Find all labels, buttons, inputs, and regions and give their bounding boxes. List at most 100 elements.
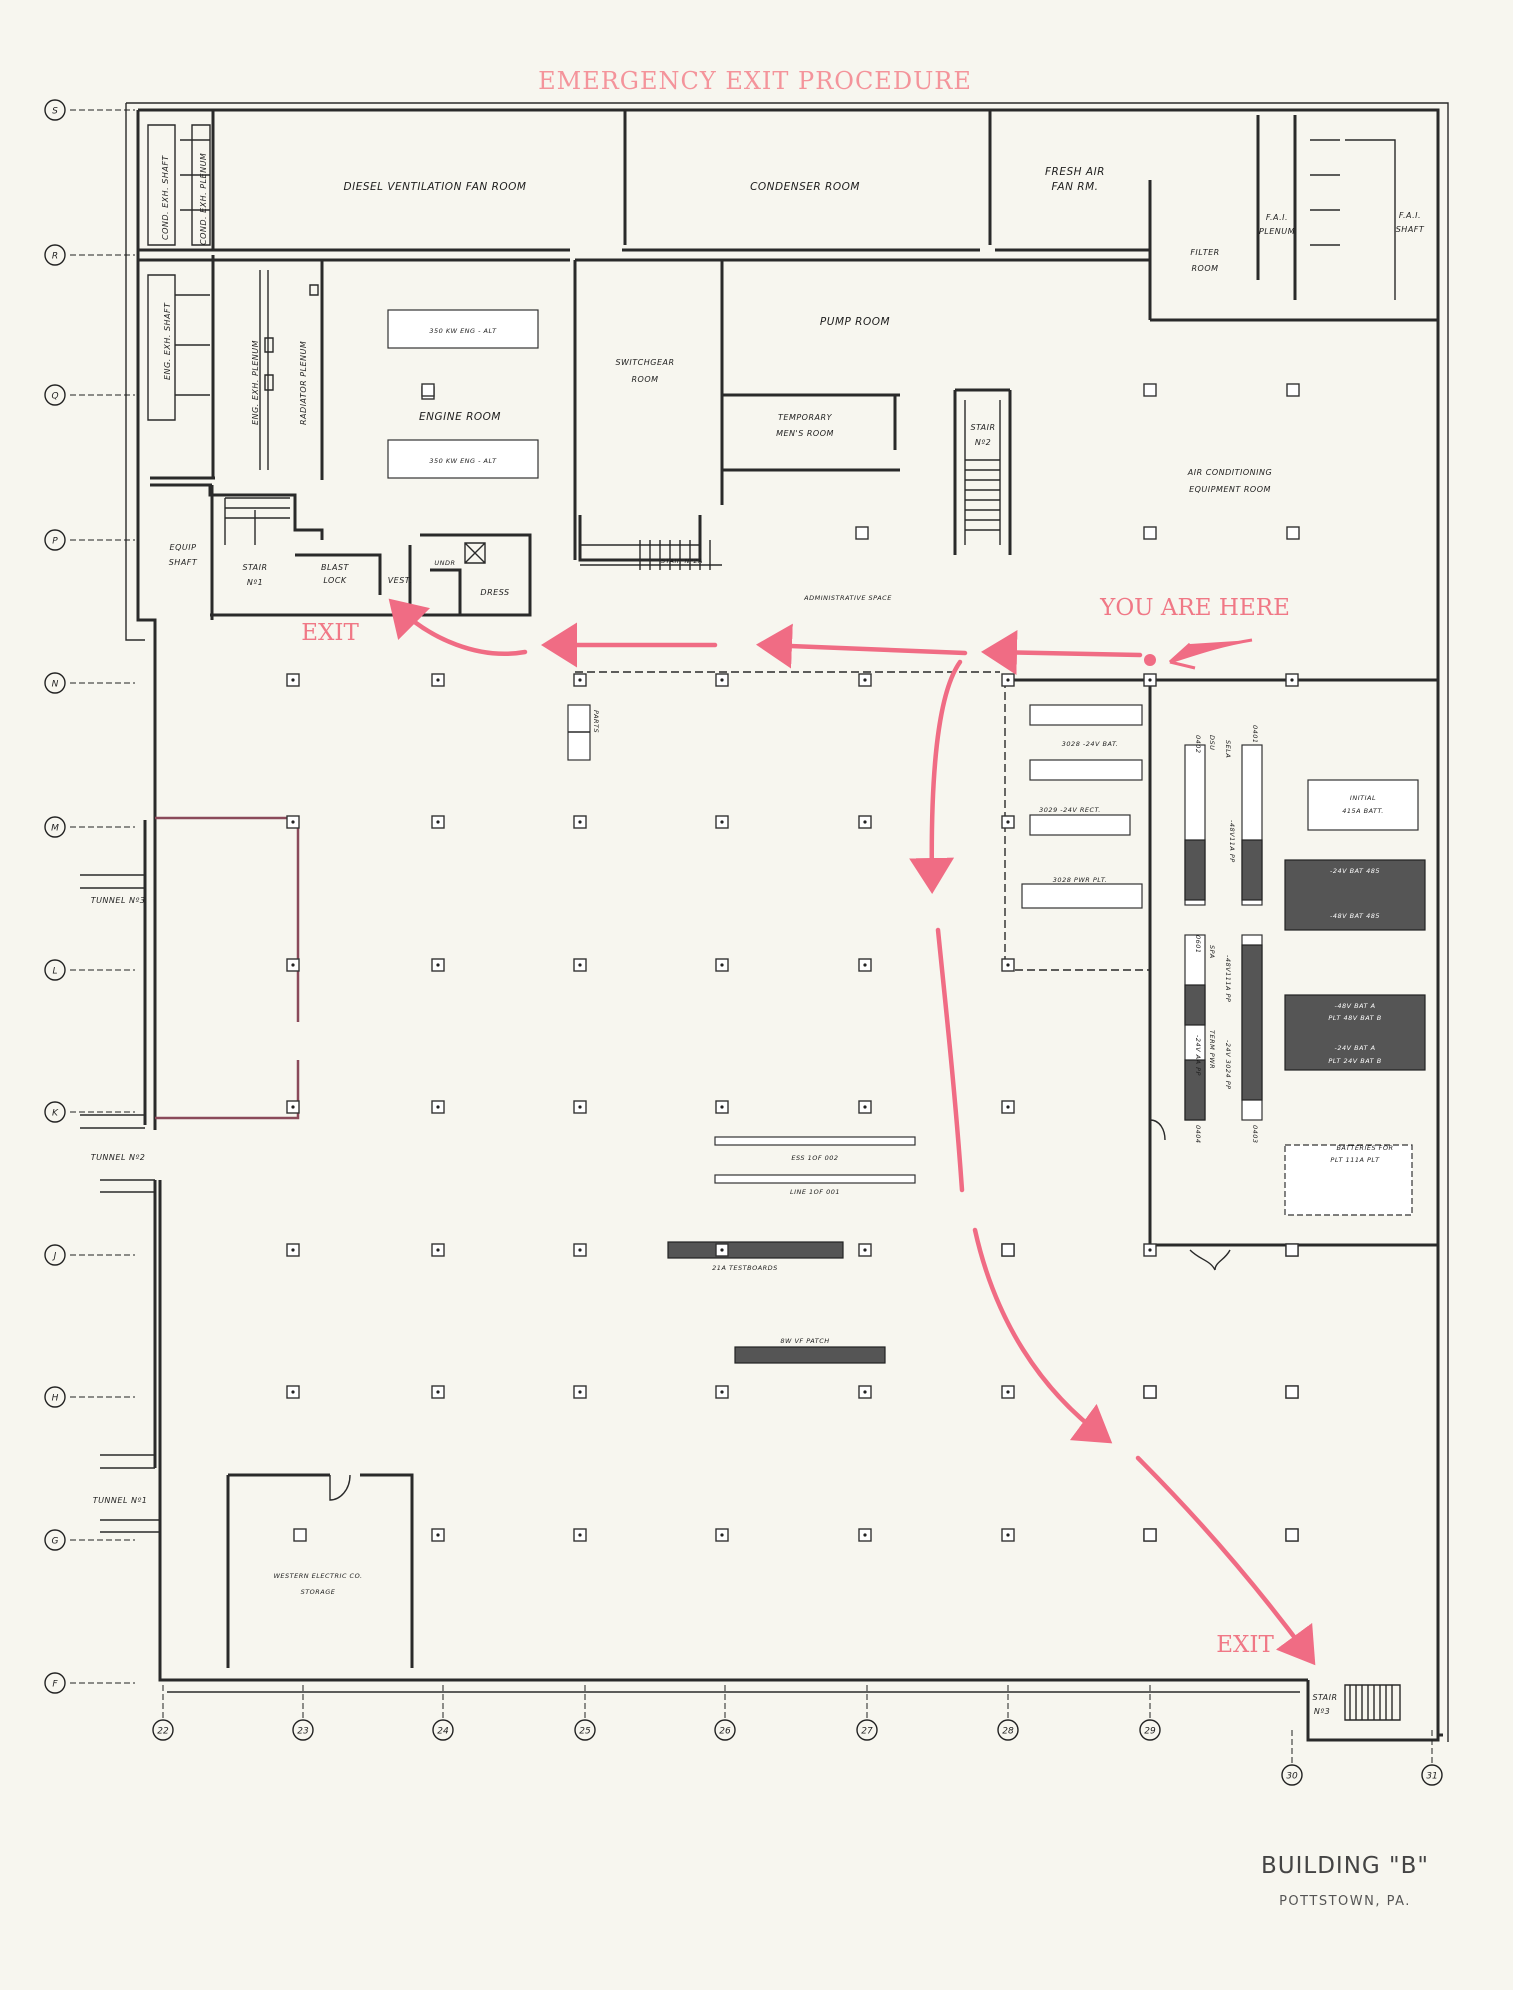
column-dot bbox=[578, 1248, 582, 1252]
structural-columns bbox=[286, 383, 1300, 1542]
fan-rm-label: FAN RM. bbox=[1052, 181, 1099, 193]
pump-room-label: PUMP ROOM bbox=[820, 316, 890, 328]
rack-label-spa: SPA bbox=[1208, 945, 1216, 959]
column-dot bbox=[720, 820, 724, 824]
column-marker bbox=[1286, 526, 1300, 540]
ess-label: ESS 1OF 002 bbox=[791, 1154, 838, 1162]
column-dot bbox=[436, 963, 440, 967]
location-label: POTTSTOWN, PA. bbox=[1279, 1894, 1411, 1909]
grid-column-label: 23 bbox=[297, 1727, 309, 1737]
column-dot bbox=[436, 820, 440, 824]
diesel-fan-room-label: DIESEL VENTILATION FAN ROOM bbox=[344, 181, 527, 193]
rack-label-0601: 0601 bbox=[1194, 935, 1202, 954]
dress-label: DRESS bbox=[480, 588, 509, 597]
column-dot bbox=[578, 1105, 582, 1109]
column-dot bbox=[1006, 1390, 1010, 1394]
column-dot bbox=[436, 1248, 440, 1252]
column-dot bbox=[436, 1105, 440, 1109]
grid-column-label: 25 bbox=[579, 1727, 591, 1737]
grid-row-bubble bbox=[44, 1101, 66, 1123]
western-electric-label-1: WESTERN ELECTRIC CO. bbox=[273, 1572, 362, 1580]
rect-3029-label: 3029 -24V RECT. bbox=[1039, 806, 1101, 814]
column-dot bbox=[578, 678, 582, 682]
equipment-area: 3028 -24V BAT. 3029 -24V RECT. 3028 PWR … bbox=[1004, 678, 1438, 1271]
bat-24v-485-label: -24V BAT 485 bbox=[1330, 867, 1380, 875]
column-marker bbox=[1285, 1528, 1299, 1542]
grid-row-bubble bbox=[44, 959, 66, 981]
grid-row-bubble bbox=[44, 384, 66, 406]
column-dot bbox=[578, 963, 582, 967]
grid-column-label: 24 bbox=[437, 1727, 449, 1737]
grid-row-label: Q bbox=[51, 392, 58, 402]
grid-row-bubble bbox=[44, 1244, 66, 1266]
line-label: LINE 1OF 001 bbox=[790, 1188, 840, 1196]
grid-column-label: 22 bbox=[157, 1727, 169, 1737]
grid-column-bubble bbox=[1421, 1764, 1443, 1786]
stair-3-label-2: Nº3 bbox=[1314, 1707, 1330, 1716]
building-label: BUILDING "B" bbox=[1261, 1853, 1429, 1879]
column-dot bbox=[720, 1533, 724, 1537]
column-marker bbox=[1143, 1528, 1157, 1542]
switchgear-label: SWITCHGEAR bbox=[615, 358, 674, 367]
cond-exh-shaft-label: COND. EXH. SHAFT bbox=[161, 155, 170, 240]
bat-48v-a-label-1: -48V BAT A bbox=[1334, 1002, 1375, 1010]
column-dot bbox=[863, 1105, 867, 1109]
column-dot bbox=[863, 820, 867, 824]
testboards-label: 21A TESTBOARDS bbox=[712, 1264, 778, 1272]
stair-2a-label: STAIR Nº2A bbox=[661, 557, 703, 565]
grid-column-bubble bbox=[292, 1719, 314, 1741]
grid-column-bubble bbox=[574, 1719, 596, 1741]
tunnel-2-label: TUNNEL Nº2 bbox=[91, 1153, 146, 1162]
engine-room-label: ENGINE ROOM bbox=[419, 411, 501, 423]
ac-room-label-1: AIR CONDITIONING bbox=[1187, 468, 1272, 477]
bat-24v-a-label-2: PLT 24V BAT B bbox=[1328, 1057, 1381, 1065]
emergency-exit-route bbox=[388, 598, 1316, 1666]
rack-label-24v3024: -24V 3024 PP bbox=[1224, 1040, 1232, 1090]
map-title: EMERGENCY EXIT PROCEDURE bbox=[538, 67, 972, 95]
column-dot bbox=[863, 1390, 867, 1394]
eng-alt-1-label: 350 KW ENG - ALT bbox=[429, 327, 497, 335]
column-dot bbox=[291, 1105, 295, 1109]
mens-room-label: MEN'S ROOM bbox=[776, 429, 834, 438]
grid-column-bubble bbox=[1139, 1719, 1161, 1741]
vest-label: VEST. bbox=[388, 576, 413, 585]
equip-shaft-label-2: SHAFT bbox=[169, 558, 198, 567]
stair-3-label-1: STAIR bbox=[1312, 1693, 1337, 1702]
column-dot bbox=[291, 820, 295, 824]
column-dot bbox=[863, 963, 867, 967]
column-dot bbox=[1006, 820, 1010, 824]
column-marker bbox=[1143, 383, 1157, 397]
tunnel-1-label: TUNNEL Nº1 bbox=[93, 1496, 148, 1505]
ac-room-label-2: EQUIPMENT ROOM bbox=[1189, 485, 1271, 494]
grid-row-bubble bbox=[44, 672, 66, 694]
western-electric-label-2: STORAGE bbox=[301, 1588, 336, 1596]
grid-column-label: 29 bbox=[1144, 1727, 1156, 1737]
rack-label-0403: 0403 bbox=[1251, 1125, 1259, 1144]
grid-row-label: G bbox=[52, 1537, 59, 1547]
bat-24v-a-label-1: -24V BAT A bbox=[1334, 1044, 1375, 1052]
grid-column-bubble bbox=[997, 1719, 1019, 1741]
column-dot bbox=[1148, 1248, 1152, 1252]
rack-label-0401: 0401 bbox=[1251, 725, 1259, 744]
batteries-for-label-1: BATTERIES FOR bbox=[1336, 1144, 1393, 1152]
column-dot bbox=[1148, 678, 1152, 682]
rack-label-24v-aa: -24V AA PP bbox=[1194, 1035, 1202, 1076]
column-dot bbox=[578, 1390, 582, 1394]
grid-column-bubble bbox=[152, 1719, 174, 1741]
column-dot bbox=[1290, 678, 1294, 682]
column-dot bbox=[720, 678, 724, 682]
column-dot bbox=[578, 1533, 582, 1537]
grid-column-label: 28 bbox=[1002, 1727, 1014, 1737]
grid-column-bubble bbox=[714, 1719, 736, 1741]
eng-exh-shaft-label: ENG. EXH. SHAFT bbox=[163, 302, 172, 380]
cond-exh-plenum-label: COND. EXH. PLENUM bbox=[199, 153, 208, 245]
grid-row-label: H bbox=[52, 1394, 59, 1404]
rack-label-dsu: DSU bbox=[1208, 735, 1216, 750]
grid-column-bubble bbox=[432, 1719, 454, 1741]
column-marker bbox=[1286, 383, 1300, 397]
grid-row-label: P bbox=[52, 537, 58, 547]
column-marker bbox=[1001, 1243, 1015, 1257]
column-dot bbox=[720, 1248, 724, 1252]
